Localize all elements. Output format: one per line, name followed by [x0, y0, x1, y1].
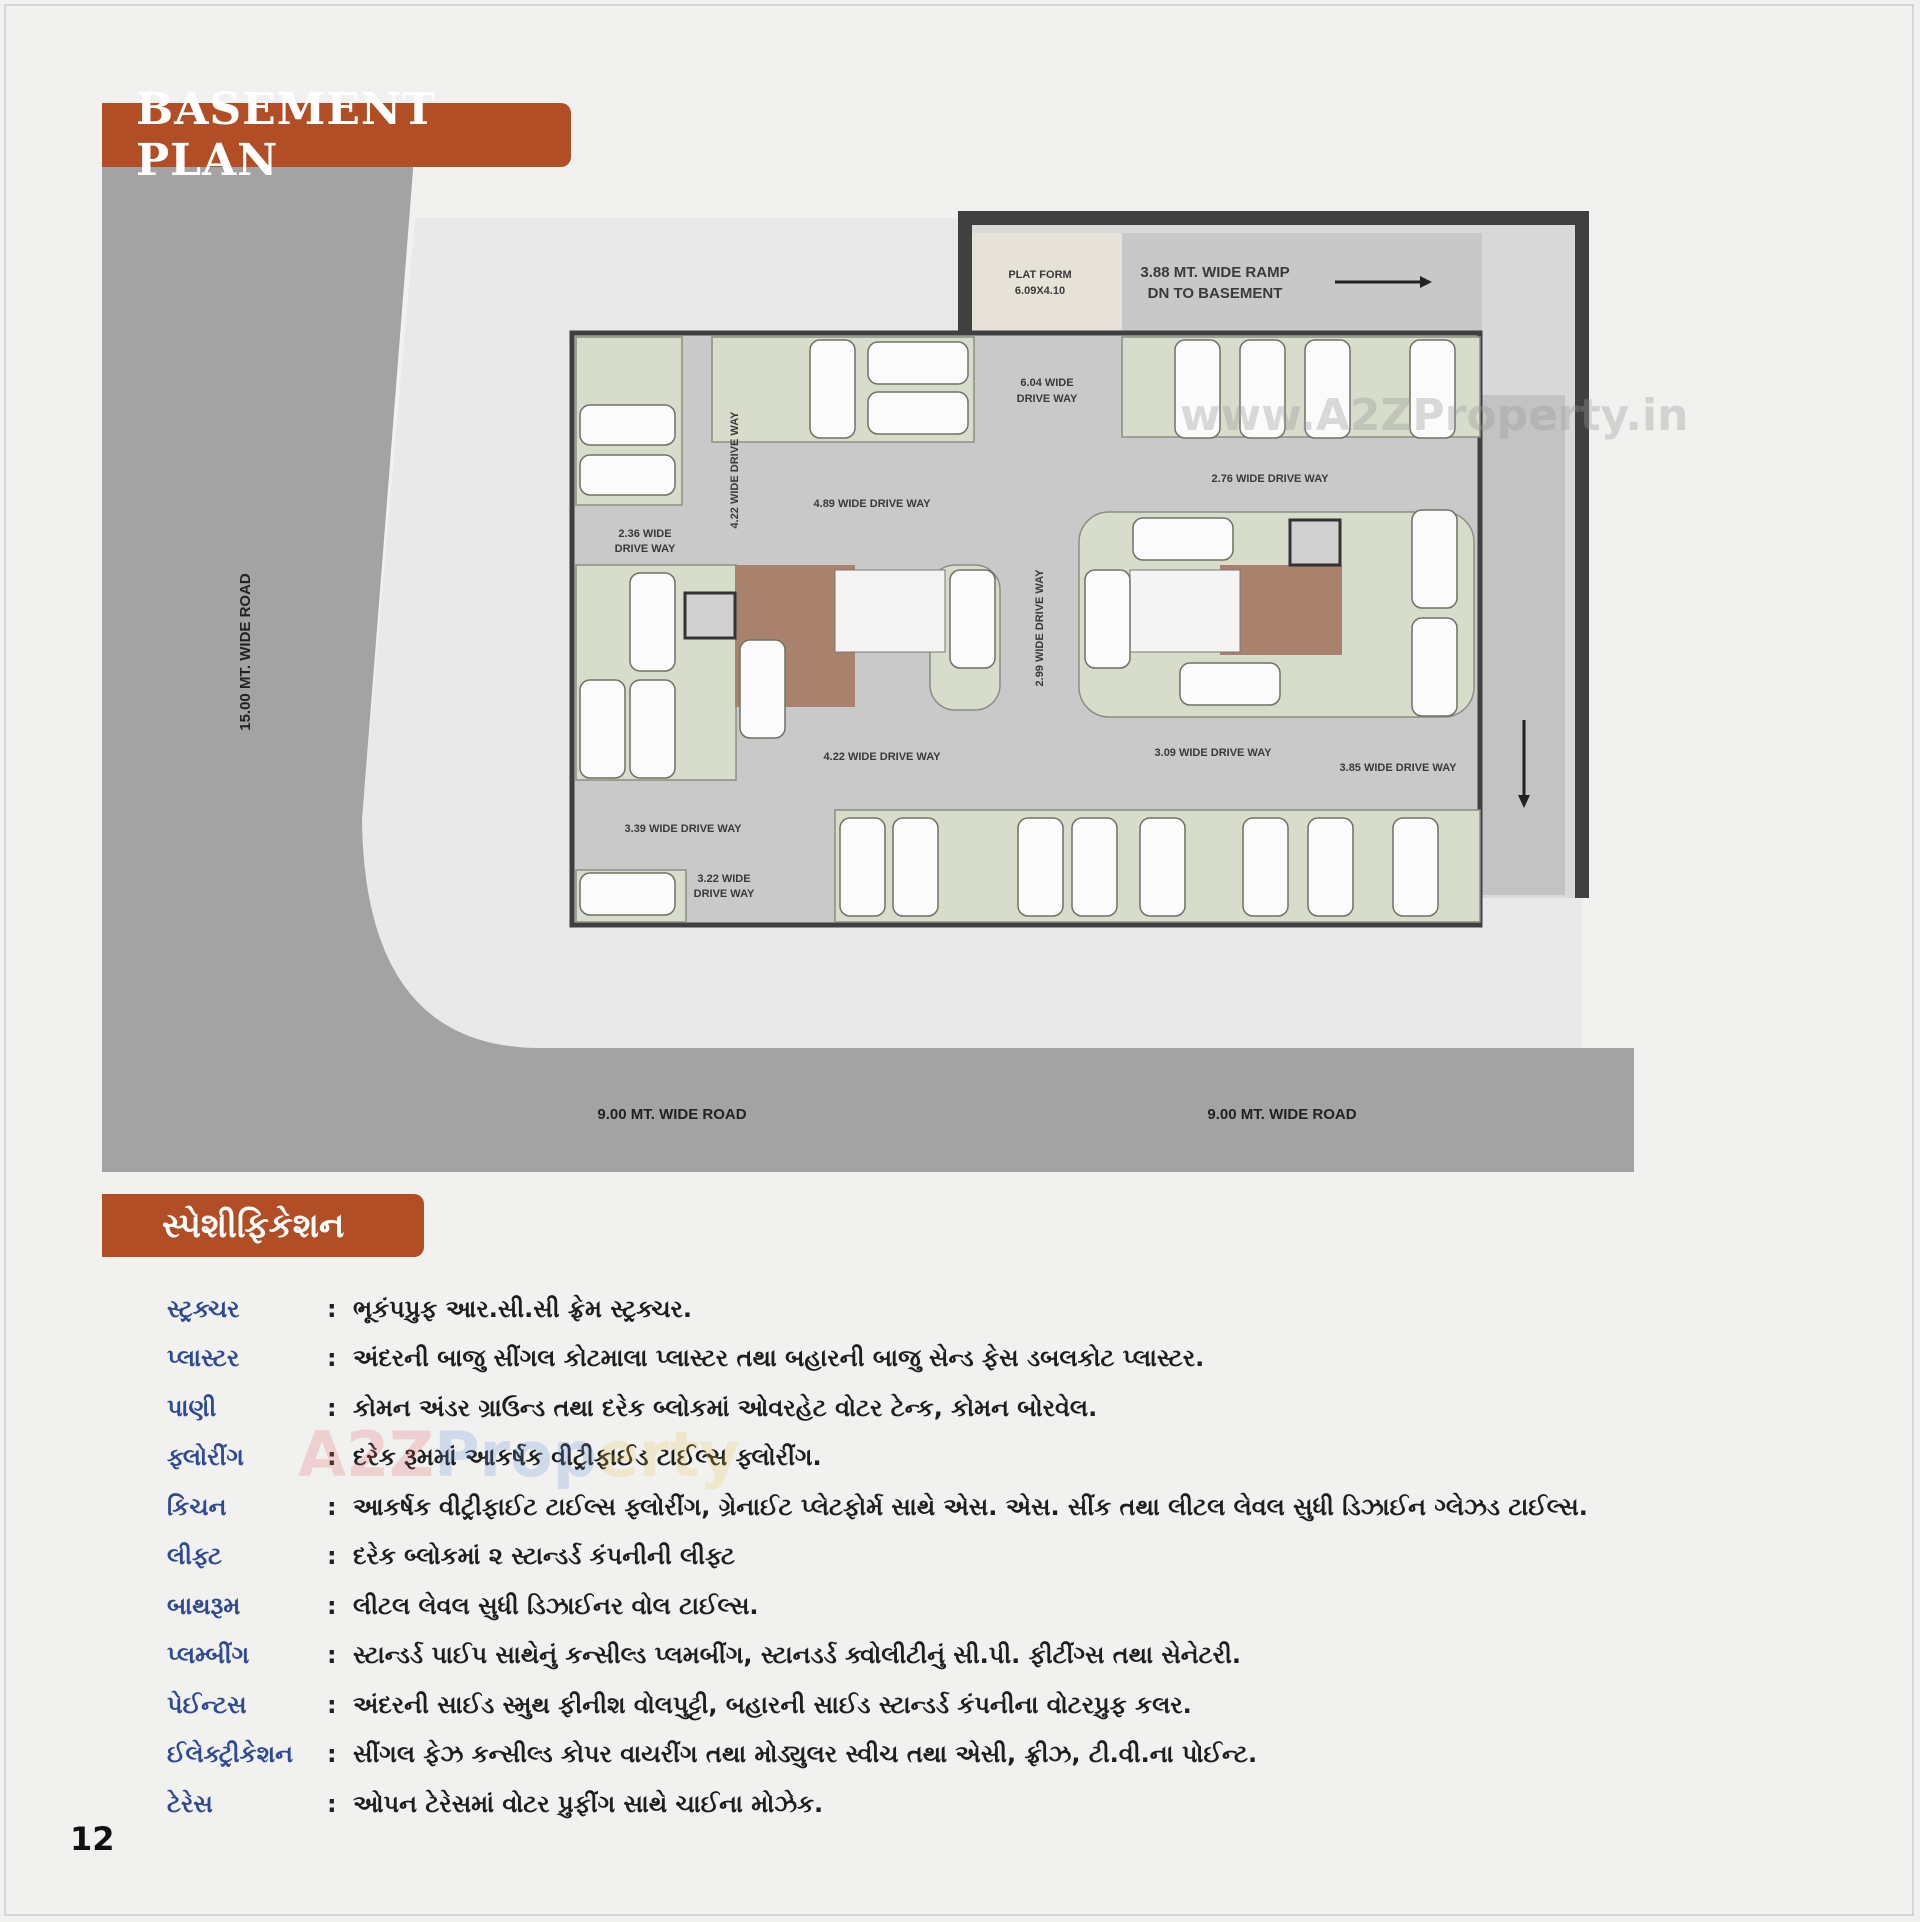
spec-label: પાણી — [167, 1393, 217, 1422]
spec-title: સ્પેશીફિકેશન — [102, 1194, 424, 1257]
spec-value: દરેક બ્લોકમાં ૨ સ્ટાન્ડર્ડ કંપનીની લીફ્ટ — [353, 1542, 735, 1571]
spec-value: અંદરની સાઈડ સ્મુથ ફીનીશ વોલપુટ્ટી, બહારન… — [353, 1690, 1192, 1719]
spec-watermark-a: A2Z — [298, 1418, 435, 1491]
spec-row: પાણી: કોમન અંડર ગ્રાઉન્ડ તથા દરેક બ્લોકમા… — [167, 1383, 1887, 1433]
spec-separator: : — [327, 1641, 337, 1670]
spec-label: લીફ્ટ — [167, 1542, 222, 1571]
spec-separator: : — [327, 1443, 337, 1472]
spec-separator: : — [327, 1591, 337, 1620]
drive-604-b: DRIVE WAY — [1017, 393, 1078, 405]
page-number: 12 — [70, 1820, 115, 1858]
drive-236-b: DRIVE WAY — [615, 543, 676, 555]
plan-title: BASEMENT PLAN — [102, 84, 571, 186]
spec-value: સ્ટાન્ડર્ડ પાઈપ સાથેનું કન્સીલ્ડ પ્લમબીં… — [353, 1641, 1241, 1670]
drive-339: 3.39 WIDE DRIVE WAY — [625, 823, 743, 835]
spec-separator: : — [327, 1740, 337, 1769]
spec-watermark: A2ZProperty — [298, 1418, 740, 1491]
stair-right — [1129, 569, 1241, 653]
platform — [970, 233, 1122, 333]
plan-watermark: www.A2ZProperty.in — [1180, 390, 1689, 441]
spec-watermark-b: Prop — [434, 1418, 598, 1491]
lift-left — [683, 591, 737, 640]
spec-label: કિચન — [167, 1492, 227, 1521]
spec-watermark-c: erty — [597, 1418, 740, 1491]
drive-322-a: 3.22 WIDE — [697, 873, 750, 885]
spec-value: અંદરની બાજુ સીંગલ કોટમાલા પ્લાસ્ટર તથા બ… — [353, 1344, 1205, 1373]
spec-label: બાથરૂમ — [167, 1591, 241, 1620]
spec-label: પેઈન્ટસ — [167, 1690, 247, 1719]
drive-385: 3.85 WIDE DRIVE WAY — [1340, 762, 1458, 774]
spec-row: ઈલેક્ટ્રીકેશન: સીંગલ ફેઝ કન્સીલ્ડ કોપર વા… — [167, 1730, 1887, 1780]
road-9m-label-right: 9.00 MT. WIDE ROAD — [1207, 1106, 1356, 1123]
spec-value: આકર્ષક વીટ્રીફાઈટ ટાઈલ્સ ફ્લોરીંગ, ગ્રેન… — [353, 1492, 1588, 1521]
spec-row: કિચન: આકર્ષક વીટ્રીફાઈટ ટાઈલ્સ ફ્લોરીંગ, … — [167, 1482, 1887, 1532]
spec-value: કોમન અંડર ગ્રાઉન્ડ તથા દરેક બ્લોકમાં ઓવર… — [353, 1393, 1098, 1422]
spec-row: સ્ટ્રક્ચર: ભૂકંપપ્રુફ આર.સી.સી ફ્રેમ સ્ટ્… — [167, 1284, 1887, 1334]
spec-row: પ્લમ્બીંગ: સ્ટાન્ડર્ડ પાઈપ સાથેનું કન્સીલ… — [167, 1631, 1887, 1681]
drive-422-vertical: 4.22 WIDE DRIVE WAY — [729, 411, 741, 529]
spec-value: દરેક રૂમમાં આકર્ષક વીટ્રીફાઈડ ટાઈલ્સ ફ્લ… — [353, 1443, 822, 1472]
ramp-label-1: 3.88 MT. WIDE RAMP — [1140, 264, 1289, 281]
spec-label: ઈલેક્ટ્રીકેશન — [167, 1740, 293, 1769]
spec-label: ફ્લોરીંગ — [167, 1443, 244, 1472]
platform-size: 6.09X4.10 — [1015, 285, 1065, 297]
lift-right — [1288, 518, 1342, 567]
drive-489: 4.89 WIDE DRIVE WAY — [814, 498, 932, 510]
spec-row: ફ્લોરીંગ: દરેક રૂમમાં આકર્ષક વીટ્રીફાઈડ ટ… — [167, 1433, 1887, 1483]
spec-row: પ્લાસ્ટર: અંદરની બાજુ સીંગલ કોટમાલા પ્લાસ… — [167, 1334, 1887, 1384]
car-slots — [579, 339, 1458, 917]
spec-list: સ્ટ્રક્ચર: ભૂકંપપ્રુફ આર.સી.સી ફ્રેમ સ્ટ્… — [167, 1284, 1887, 1829]
ramp-right-strip — [1482, 395, 1565, 895]
spec-separator: : — [327, 1542, 337, 1571]
stair-left — [834, 569, 946, 653]
spec-row: ટેરેસ: ઓપન ટેરેસમાં વોટર પ્રુફીંગ સાથે ચા… — [167, 1779, 1887, 1829]
drive-299-vertical: 2.99 WIDE DRIVE WAY — [1034, 569, 1046, 687]
spec-row: પેઈન્ટસ: અંદરની સાઈડ સ્મુથ ફીનીશ વોલપુટ્ટ… — [167, 1680, 1887, 1730]
spec-label: ટેરેસ — [167, 1789, 213, 1818]
ramp-label-2: DN TO BASEMENT — [1148, 285, 1283, 302]
ramp-wall — [958, 211, 1589, 898]
drive-322-b: DRIVE WAY — [694, 888, 755, 900]
drive-422-horizontal: 4.22 WIDE DRIVE WAY — [824, 751, 942, 763]
spec-separator: : — [327, 1492, 337, 1521]
spec-separator: : — [327, 1393, 337, 1422]
road-9m-label-left: 9.00 MT. WIDE ROAD — [597, 1106, 746, 1123]
spec-value: ઓપન ટેરેસમાં વોટર પ્રુફીંગ સાથે ચાઈના મો… — [353, 1789, 824, 1818]
spec-value: લીટલ લેવલ સુધી ડિઝાઈનર વોલ ટાઈલ્સ. — [353, 1591, 759, 1620]
road-15m-label: 15.00 MT. WIDE ROAD — [237, 573, 254, 731]
drive-309: 3.09 WIDE DRIVE WAY — [1155, 747, 1273, 759]
spec-value: ભૂકંપપ્રુફ આર.સી.સી ફ્રેમ સ્ટ્રક્ચર. — [353, 1294, 693, 1323]
spec-row: બાથરૂમ: લીટલ લેવલ સુધી ડિઝાઈનર વોલ ટાઈલ્સ… — [167, 1581, 1887, 1631]
drive-604-a: 6.04 WIDE — [1020, 377, 1073, 389]
spec-separator: : — [327, 1690, 337, 1719]
spec-label: પ્લમ્બીંગ — [167, 1641, 250, 1670]
spec-label: પ્લાસ્ટર — [167, 1344, 240, 1373]
spec-label: સ્ટ્રક્ચર — [167, 1294, 240, 1323]
spec-separator: : — [327, 1789, 337, 1818]
road-15m — [102, 165, 1634, 1172]
spec-separator: : — [327, 1294, 337, 1323]
spec-value: સીંગલ ફેઝ કન્સીલ્ડ કોપર વાયરીંગ તથા મોડ્… — [353, 1740, 1258, 1769]
spec-row: લીફ્ટ: દરેક બ્લોકમાં ૨ સ્ટાન્ડર્ડ કંપનીની… — [167, 1532, 1887, 1582]
platform-label: PLAT FORM — [1008, 269, 1071, 281]
drive-276: 2.76 WIDE DRIVE WAY — [1212, 473, 1330, 485]
page-frame — [4, 4, 1914, 1916]
spec-separator: : — [327, 1344, 337, 1373]
drive-236-a: 2.36 WIDE — [618, 528, 671, 540]
